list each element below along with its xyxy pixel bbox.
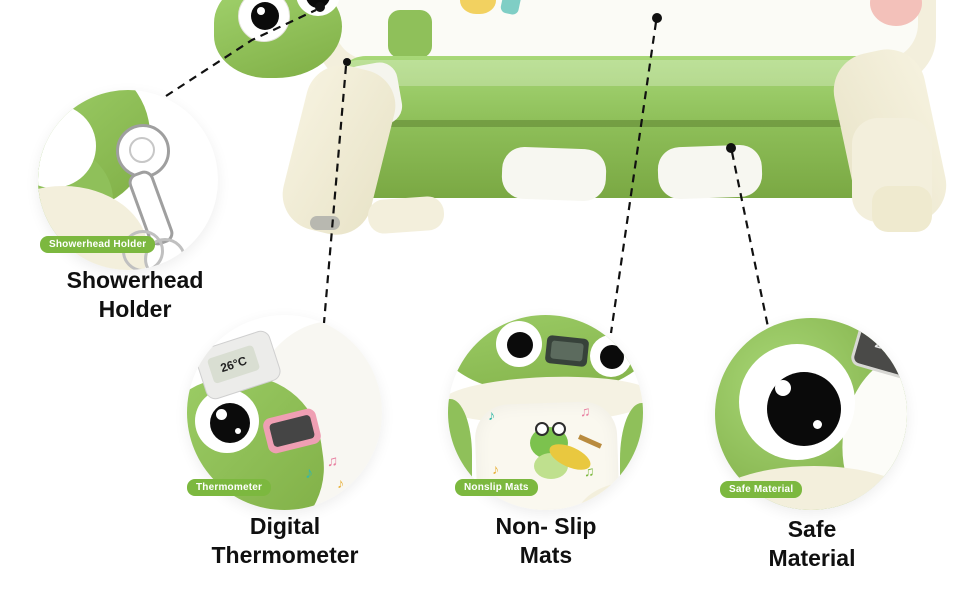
caption-nonslip-mats: Non- Slip Mats (446, 512, 646, 570)
caption-line: Thermometer (211, 541, 359, 568)
music-note-icon: ♪ (488, 407, 495, 423)
music-note-icon: ♫ (584, 463, 595, 479)
thermometer-reading: 26°C (206, 344, 261, 385)
showerhead-face (129, 137, 155, 163)
feature-image-safe-material: 26°C (715, 318, 907, 510)
frog-pupil (507, 332, 533, 358)
caption-line: Showerhead (66, 267, 204, 293)
shower-hose-coil (144, 238, 186, 270)
music-note-icon: ♪ (305, 465, 313, 482)
badge-showerhead-holder: Showerhead Holder (40, 236, 156, 253)
rim-latch (388, 10, 432, 58)
music-note-icon: ♫ (327, 453, 339, 470)
caption-line: Digital (249, 513, 321, 539)
feature-image-nonslip-mats: ♪ ♫ ♪ ♫ (448, 315, 643, 510)
cartoon-frog-eye (535, 422, 549, 436)
eye-glint (235, 428, 241, 434)
caption-digital-thermometer: Digital Thermometer (185, 512, 385, 570)
music-note-icon: ♪ (492, 461, 499, 477)
caption-line: Material (768, 544, 856, 571)
frog-pupil (210, 403, 250, 443)
frog-pupil (600, 345, 624, 369)
thermometer-screen (268, 414, 316, 448)
caption-line: Holder (98, 295, 172, 322)
duck-toy (460, 0, 496, 14)
badge-safe-material: Safe Material (720, 481, 803, 498)
wall-reflection (657, 144, 763, 200)
eye-glint (775, 380, 791, 396)
eye-glint (813, 420, 822, 429)
caption-safe-material: Safe Material (712, 515, 912, 573)
thermometer-display (544, 334, 590, 368)
eye-glint (257, 7, 265, 15)
music-note-icon: ♫ (580, 403, 591, 419)
caption-showerhead-holder: Showerhead Holder (35, 266, 235, 324)
fold-seam (352, 120, 904, 127)
frog-pupil (251, 2, 279, 30)
eye-glint (216, 409, 227, 420)
wall-highlight (344, 60, 910, 86)
feature-image-digital-thermometer: 26°C ♪ ♫ ♪ (187, 315, 382, 510)
caption-line: Safe (787, 516, 837, 542)
wall-reflection (501, 146, 607, 202)
thermometer-screen (550, 340, 584, 362)
stand-foot-left (366, 195, 446, 235)
cartoon-frog-eye (552, 422, 566, 436)
badge-nonslip-mats: Nonslip Mats (455, 479, 538, 496)
stand-foot-right (872, 186, 932, 232)
badge-thermometer: Thermometer (187, 479, 272, 496)
stand-wheel (310, 216, 340, 230)
music-note-icon: ♪ (337, 475, 344, 491)
caption-line: Non- Slip (495, 513, 597, 539)
caption-line: Mats (519, 541, 573, 568)
